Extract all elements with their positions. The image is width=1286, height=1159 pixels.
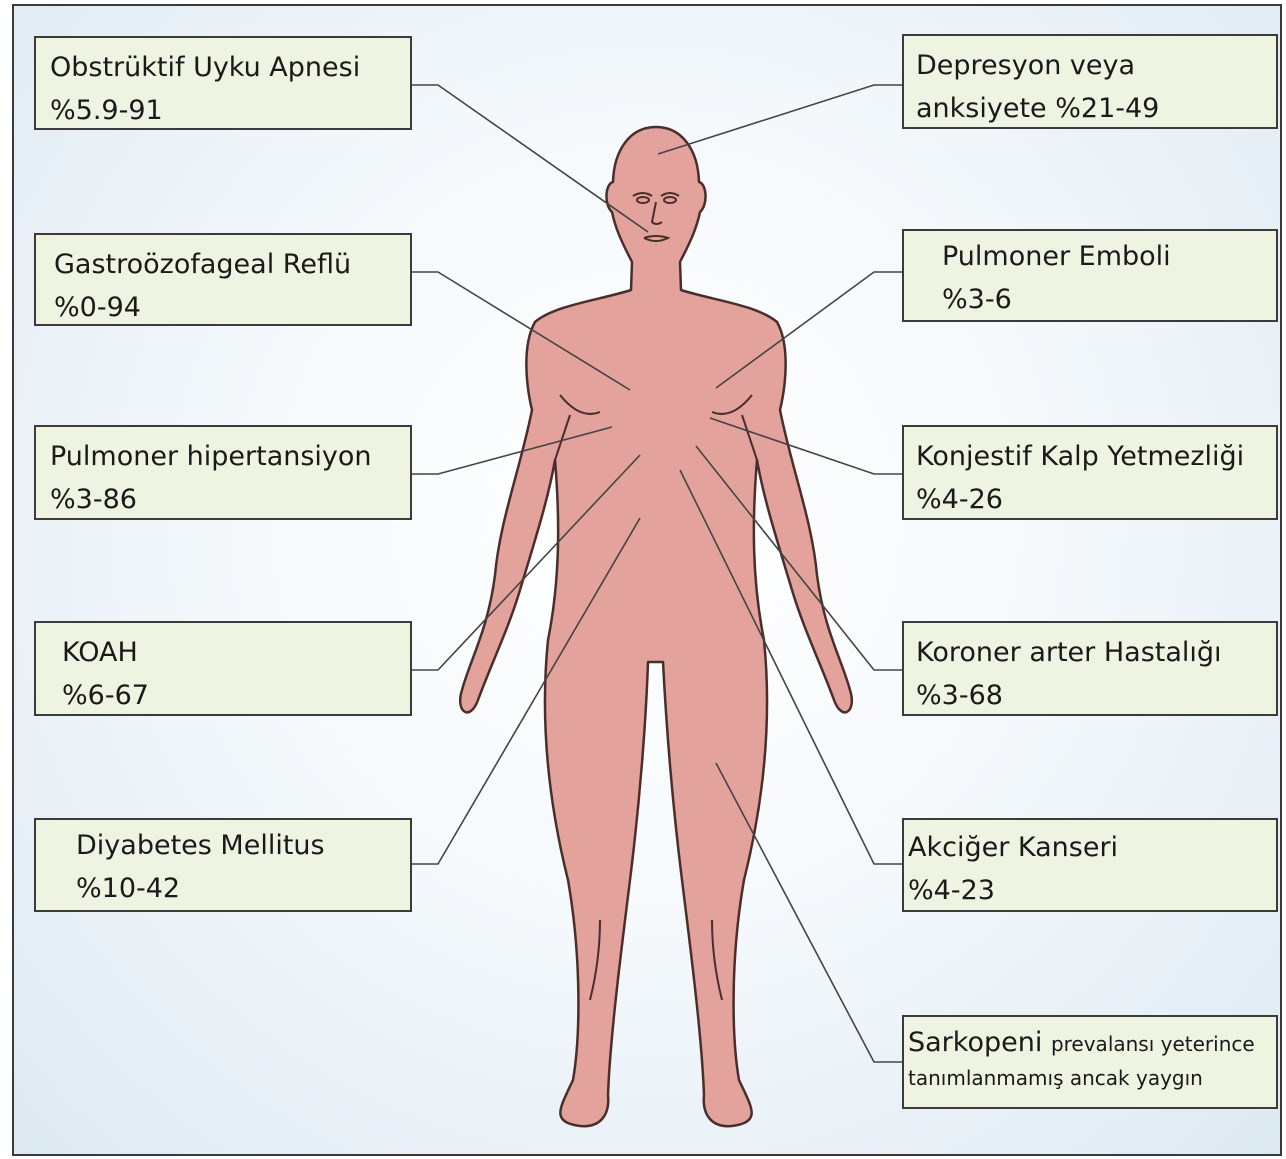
prevalence-note-part2: tanımlanmamış ancak yaygın — [908, 1064, 1276, 1092]
connector-depression — [658, 85, 902, 154]
prevalence-note-part1: prevalansı yeterince — [1051, 1032, 1255, 1056]
prevalence-value: %0-94 — [54, 286, 410, 326]
box-copd: KOAH %6-67 — [34, 621, 412, 716]
condition-name: Pulmoner Emboli — [942, 235, 1276, 278]
box-pulmonary-hypertension: Pulmoner hipertansiyon %3-86 — [34, 425, 412, 520]
prevalence-value: %5.9-91 — [50, 89, 410, 130]
prevalence-value: %3-6 — [942, 278, 1276, 321]
prevalence-value: %10-42 — [76, 867, 410, 910]
condition-name: Obstrüktif Uyku Apnesi — [50, 46, 410, 89]
condition-name: Koroner arter Hastalığı — [916, 631, 1276, 674]
condition-name: Gastroözofageal Reflü — [54, 243, 410, 286]
condition-name: Konjestif Kalp Yetmezliği — [916, 435, 1276, 478]
prevalence-value: %3-68 — [916, 674, 1276, 716]
box-diabetes-mellitus: Diyabetes Mellitus %10-42 — [34, 818, 412, 912]
box-sarcopenia: Sarkopeni prevalansı yeterince tanımlanm… — [902, 1015, 1278, 1109]
prevalence-value: anksiyete %21-49 — [916, 87, 1276, 129]
condition-name: Diyabetes Mellitus — [76, 824, 410, 867]
box-coronary-artery-disease: Koroner arter Hastalığı %3-68 — [902, 621, 1278, 716]
box-gerd: Gastroözofageal Reflü %0-94 — [34, 233, 412, 326]
prevalence-value: %6-67 — [62, 674, 410, 716]
condition-name: Akciğer Kanseri — [908, 826, 1276, 869]
prevalence-value: %4-26 — [916, 478, 1276, 520]
sarcopenia-line-1: Sarkopeni prevalansı yeterince — [908, 1023, 1276, 1064]
condition-name: Depresyon veya — [916, 44, 1276, 87]
human-body-figure — [460, 127, 852, 1126]
prevalence-value: %4-23 — [908, 869, 1276, 912]
prevalence-value: %3-86 — [50, 478, 410, 520]
condition-name: Sarkopeni — [908, 1027, 1042, 1058]
condition-name: KOAH — [62, 631, 410, 674]
box-obstructive-sleep-apnea: Obstrüktif Uyku Apnesi %5.9-91 — [34, 36, 412, 130]
condition-name: Pulmoner hipertansiyon — [50, 435, 410, 478]
box-pulmonary-embolism: Pulmoner Emboli %3-6 — [902, 229, 1278, 322]
box-depression-anxiety: Depresyon veya anksiyete %21-49 — [902, 34, 1278, 129]
box-lung-cancer: Akciğer Kanseri %4-23 — [902, 818, 1278, 912]
box-congestive-heart-failure: Konjestif Kalp Yetmezliği %4-26 — [902, 425, 1278, 520]
